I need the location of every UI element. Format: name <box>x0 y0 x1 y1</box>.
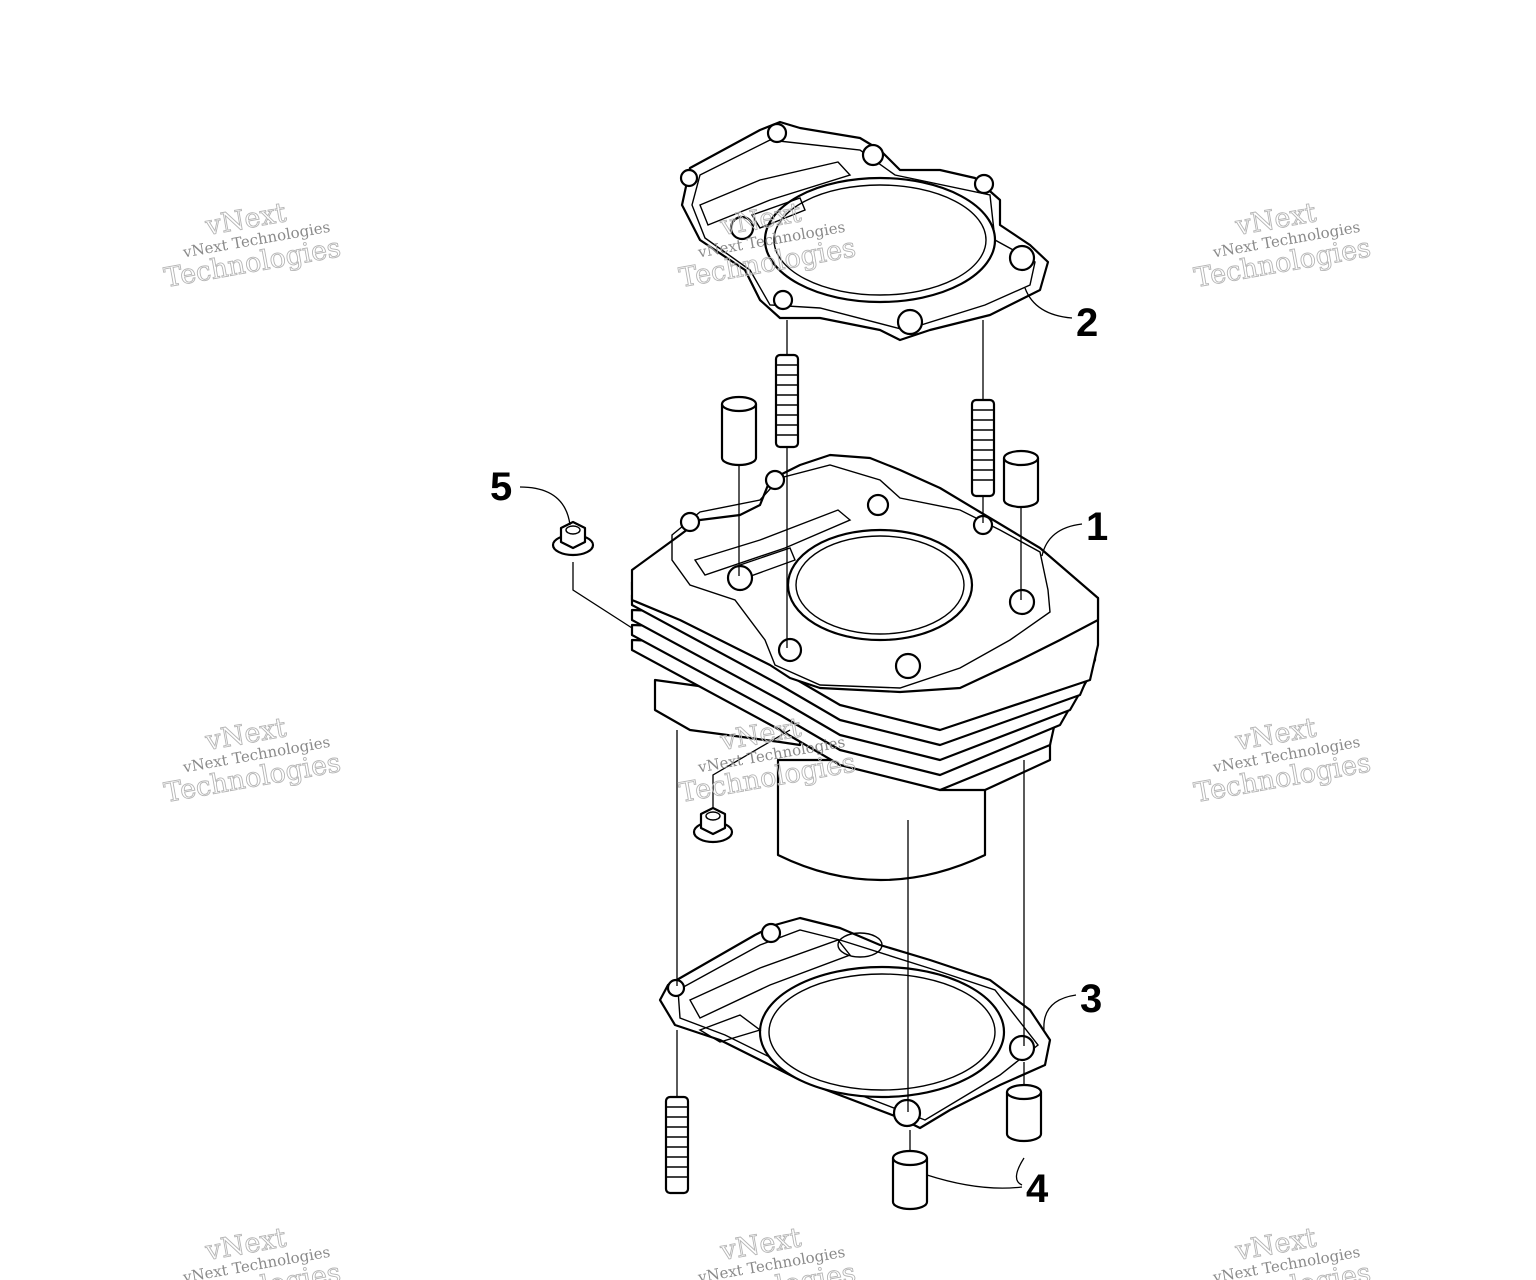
callout-2: 2 <box>1076 301 1098 345</box>
cylinder-stud-bottom <box>664 1095 690 1195</box>
alignment-pin-bottom-center <box>891 1149 929 1211</box>
cylinder-stud-right <box>970 398 996 498</box>
alignment-pin-top-right <box>1002 449 1040 509</box>
head-gasket <box>679 120 1050 342</box>
callout-5: 5 <box>490 465 512 509</box>
flange-nut <box>551 520 595 557</box>
alignment-pin-bottom-right <box>1005 1083 1043 1143</box>
callout-1: 1 <box>1086 505 1108 549</box>
callout-4: 4 <box>1026 1167 1049 1211</box>
base-gasket <box>658 916 1052 1130</box>
watermark-grid: vNext vNext Technologies Technologies vN… <box>161 197 1373 1280</box>
alignment-pin-top-left <box>720 395 758 467</box>
callout-labels: 1 2 3 4 5 <box>490 301 1108 1211</box>
assembly-lines <box>572 320 1025 1151</box>
cylinder-stud-left <box>774 353 800 449</box>
callout-leaders <box>519 287 1083 1189</box>
cylinder-block <box>630 453 1100 881</box>
flange-nut-lower <box>692 806 734 844</box>
callout-3: 3 <box>1080 977 1102 1021</box>
